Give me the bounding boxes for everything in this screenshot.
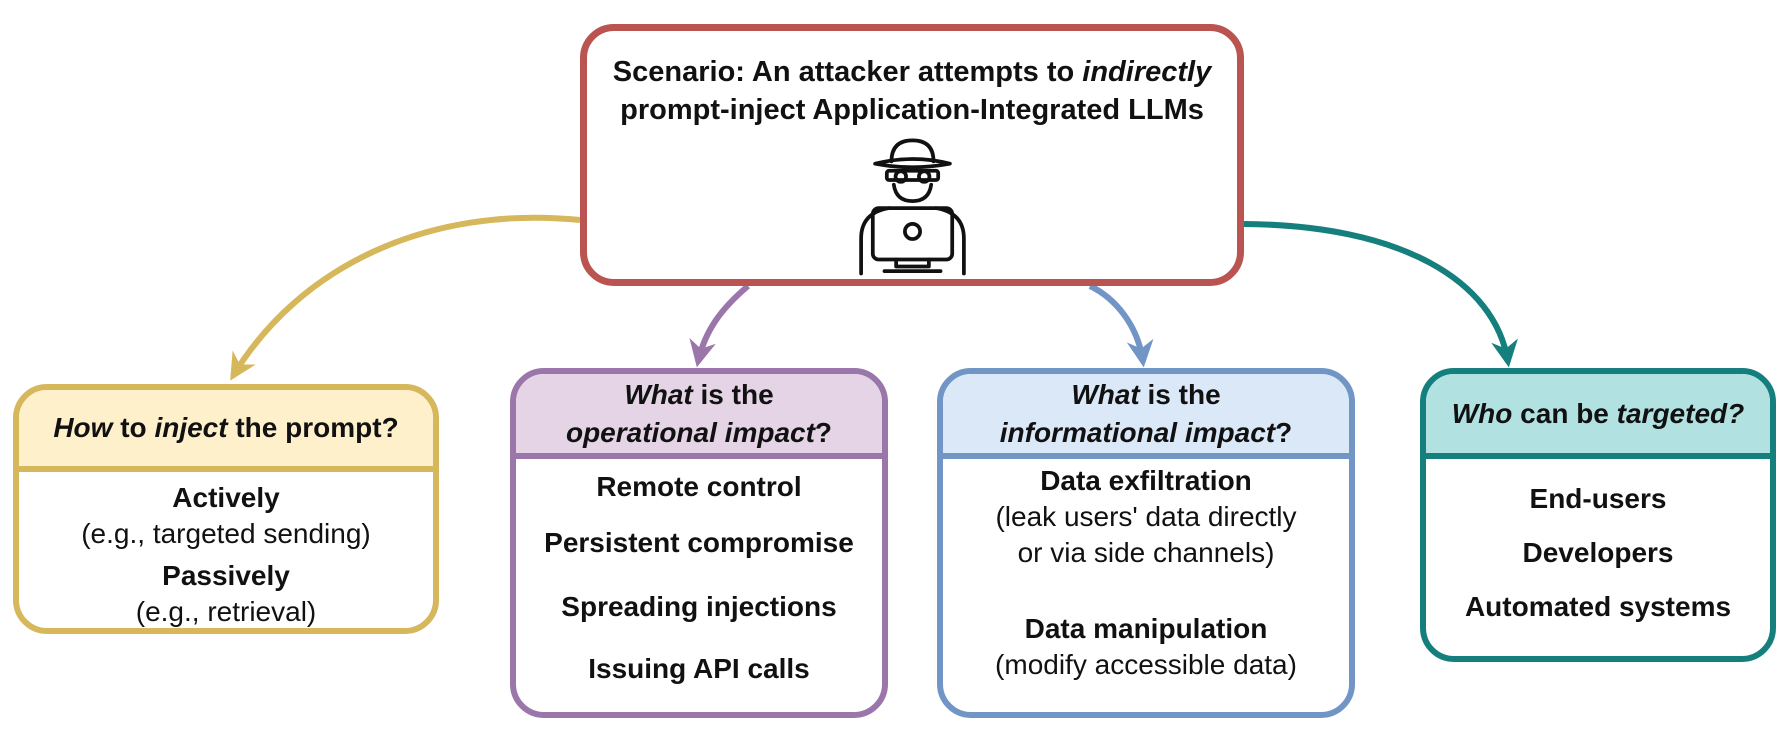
scenario-box: Scenario: An attacker attempts to indire… [580,24,1244,286]
scenario-title: Scenario: An attacker attempts to indire… [612,56,1212,126]
operational-item: Persistent compromise [544,527,854,558]
targeted-item: End-users [1529,483,1667,514]
informational-box: What is the informational impact? Data e… [937,368,1355,718]
informational-item-title: Data exfiltration [1040,465,1252,496]
informational-header: What is the informational impact? [943,374,1349,459]
inject-item-title: Actively [172,482,280,513]
arrow-to-operational [689,283,750,368]
targeted-header: Who can be targeted? [1426,374,1770,459]
inject-item-note: (e.g., targeted sending) [81,518,371,549]
inject-item-note: (e.g., retrieval) [135,596,317,627]
inject-box: How to inject the prompt? Actively (e.g.… [13,384,439,634]
informational-item-note: or via side channels) [1017,537,1275,568]
operational-item: Spreading injections [561,591,837,622]
informational-item-title: Data manipulation [1024,613,1268,644]
arrow-to-informational [1088,283,1154,368]
arrow-to-targeted [1243,221,1518,368]
operational-box: What is the operational impact? Remote c… [510,368,888,718]
inject-header: How to inject the prompt? [19,390,433,472]
operational-header: What is the operational impact? [516,374,882,459]
operational-item: Issuing API calls [588,653,810,684]
inject-item-title: Passively [162,560,290,591]
arrow-to-inject [230,214,581,381]
operational-item: Remote control [596,471,802,502]
informational-item-note: (leak users' data directly [995,501,1297,532]
hacker-icon [859,138,966,276]
targeted-item: Developers [1522,537,1674,568]
targeted-box: Who can be targeted? End-users Developer… [1420,368,1776,662]
targeted-item: Automated systems [1464,591,1732,622]
informational-item-note: (modify accessible data) [995,649,1297,680]
